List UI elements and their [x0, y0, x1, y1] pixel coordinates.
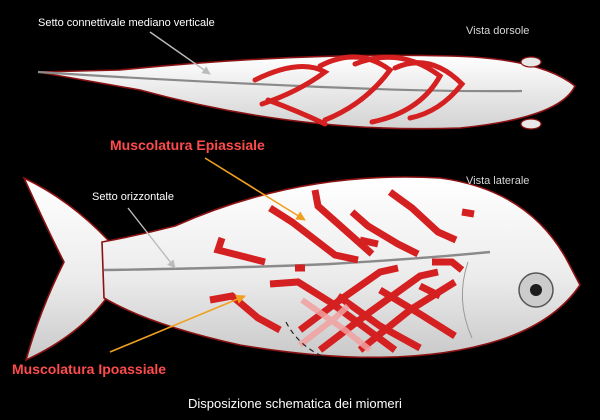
epaxial-pointer: [204, 157, 306, 221]
hypaxial-myomere-9: [432, 258, 465, 273]
epaxial-myomere-3: [311, 189, 375, 257]
horizontal-septum-pointer: [127, 207, 176, 269]
dorsal-myomere-1: [252, 64, 330, 107]
deep-myomere-1: [300, 297, 372, 353]
deep-myomeres: [298, 297, 372, 353]
hypaxial-myomere-7: [378, 286, 457, 339]
dorsal-eye-bottom: [520, 118, 542, 130]
vertical-septum-pointer: [149, 31, 211, 75]
pointer-lines: [109, 31, 306, 353]
lateral-body-outline: [101, 176, 581, 359]
epaxial-myomere-4: [349, 209, 420, 258]
gill-line: [461, 261, 473, 339]
epaxial-myomere-7: [461, 208, 475, 218]
dorsal-myomeres: [252, 54, 466, 127]
epaxial-myomere-6: [387, 189, 458, 244]
dashed-arc: [285, 321, 323, 357]
dorsal-myomere-4: [392, 60, 466, 121]
epaxial-myomeres: [213, 189, 475, 272]
deep-myomere-2: [298, 303, 351, 348]
epiaxial-label: Muscolatura Epiassiale: [110, 137, 265, 153]
hypaxial-myomere-8: [418, 282, 442, 300]
hypaxial-myomere-6: [335, 293, 422, 352]
hypaxial-label: Muscolatura Ipoassiale: [12, 361, 166, 377]
epaxial-myomere-5: [359, 236, 379, 248]
dorsal-eye-top: [520, 56, 542, 68]
dorsal-myomere-3: [352, 54, 444, 125]
dorsal-myomere-5: [265, 97, 328, 127]
hypaxial-pointer: [109, 294, 246, 353]
lateral-view-fish: [22, 176, 581, 362]
eye-pupil: [530, 284, 542, 296]
dorsal-view-fish: [37, 54, 576, 130]
diagram-caption: Disposizione schematica dei miomeri: [188, 396, 402, 411]
lateral-view-label: Vista laterale: [466, 175, 529, 187]
vertical-septum-label: Setto connettivale mediano verticale: [38, 17, 215, 29]
hypaxial-myomere-2: [269, 278, 398, 353]
dorsal-view-label: Vista dorsole: [466, 25, 529, 37]
epaxial-myomere-1: [213, 236, 266, 266]
horizontal-septum-line: [103, 250, 491, 272]
horizontal-septum-label: Setto orizzontale: [92, 191, 174, 203]
tail-fin: [22, 176, 109, 362]
epaxial-myomere-2: [268, 205, 359, 264]
hypaxial-myomere-1: [209, 292, 282, 334]
dorsal-myomere-2: [317, 54, 394, 123]
